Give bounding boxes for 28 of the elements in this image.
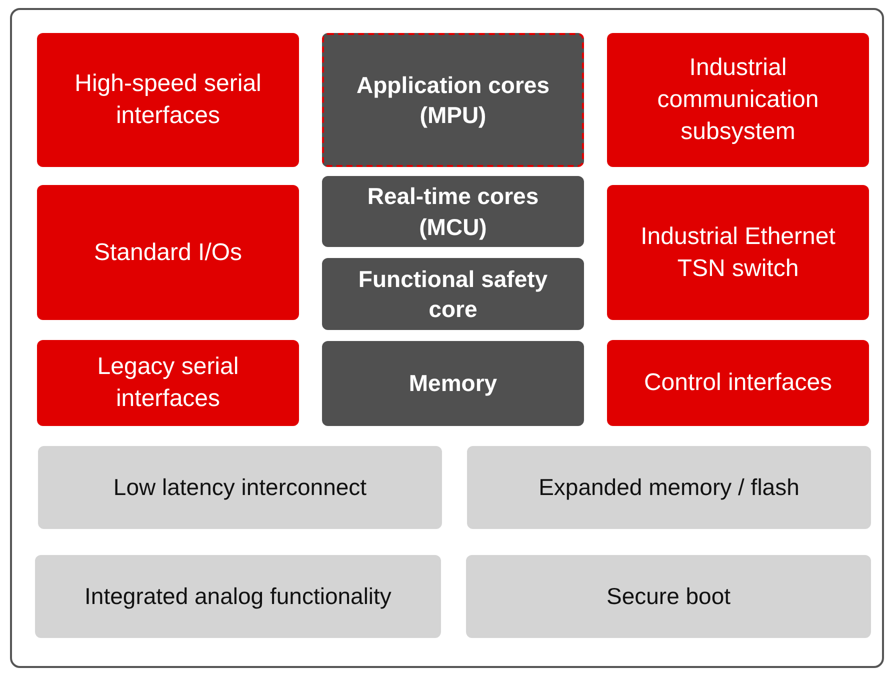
block-label: Expanded memory / flash — [538, 473, 800, 502]
block-label: Low latency interconnect — [113, 473, 367, 502]
block-label: Standard I/Os — [94, 238, 242, 268]
core-box — [322, 258, 584, 330]
block-label: High-speed serial interfaces — [74, 69, 262, 131]
block-label: Application cores (MPU) — [356, 70, 550, 130]
block-label: Industrial communication subsystem — [656, 53, 820, 147]
block-label: Integrated analog functionality — [84, 582, 392, 612]
block-label: Secure boot — [606, 582, 731, 612]
feature-bar — [467, 446, 871, 529]
module-box — [607, 33, 869, 167]
block-label: Functional safety core — [357, 264, 549, 324]
module-box — [37, 185, 299, 320]
block-label: Control interfaces — [644, 368, 832, 398]
module-box — [37, 33, 299, 167]
core-box — [322, 33, 584, 167]
module-box — [37, 340, 299, 426]
feature-bar — [35, 555, 441, 638]
feature-bar — [466, 555, 871, 638]
block-label: Industrial Ethernet TSN switch — [640, 222, 836, 284]
block-label: Memory — [408, 369, 498, 398]
core-box — [322, 176, 584, 247]
core-box — [322, 341, 584, 426]
block-label: Legacy serial interfaces — [96, 352, 240, 414]
module-box — [607, 340, 869, 426]
block-label: Real-time cores (MCU) — [366, 182, 540, 242]
module-box — [607, 185, 869, 320]
feature-bar — [38, 446, 442, 529]
